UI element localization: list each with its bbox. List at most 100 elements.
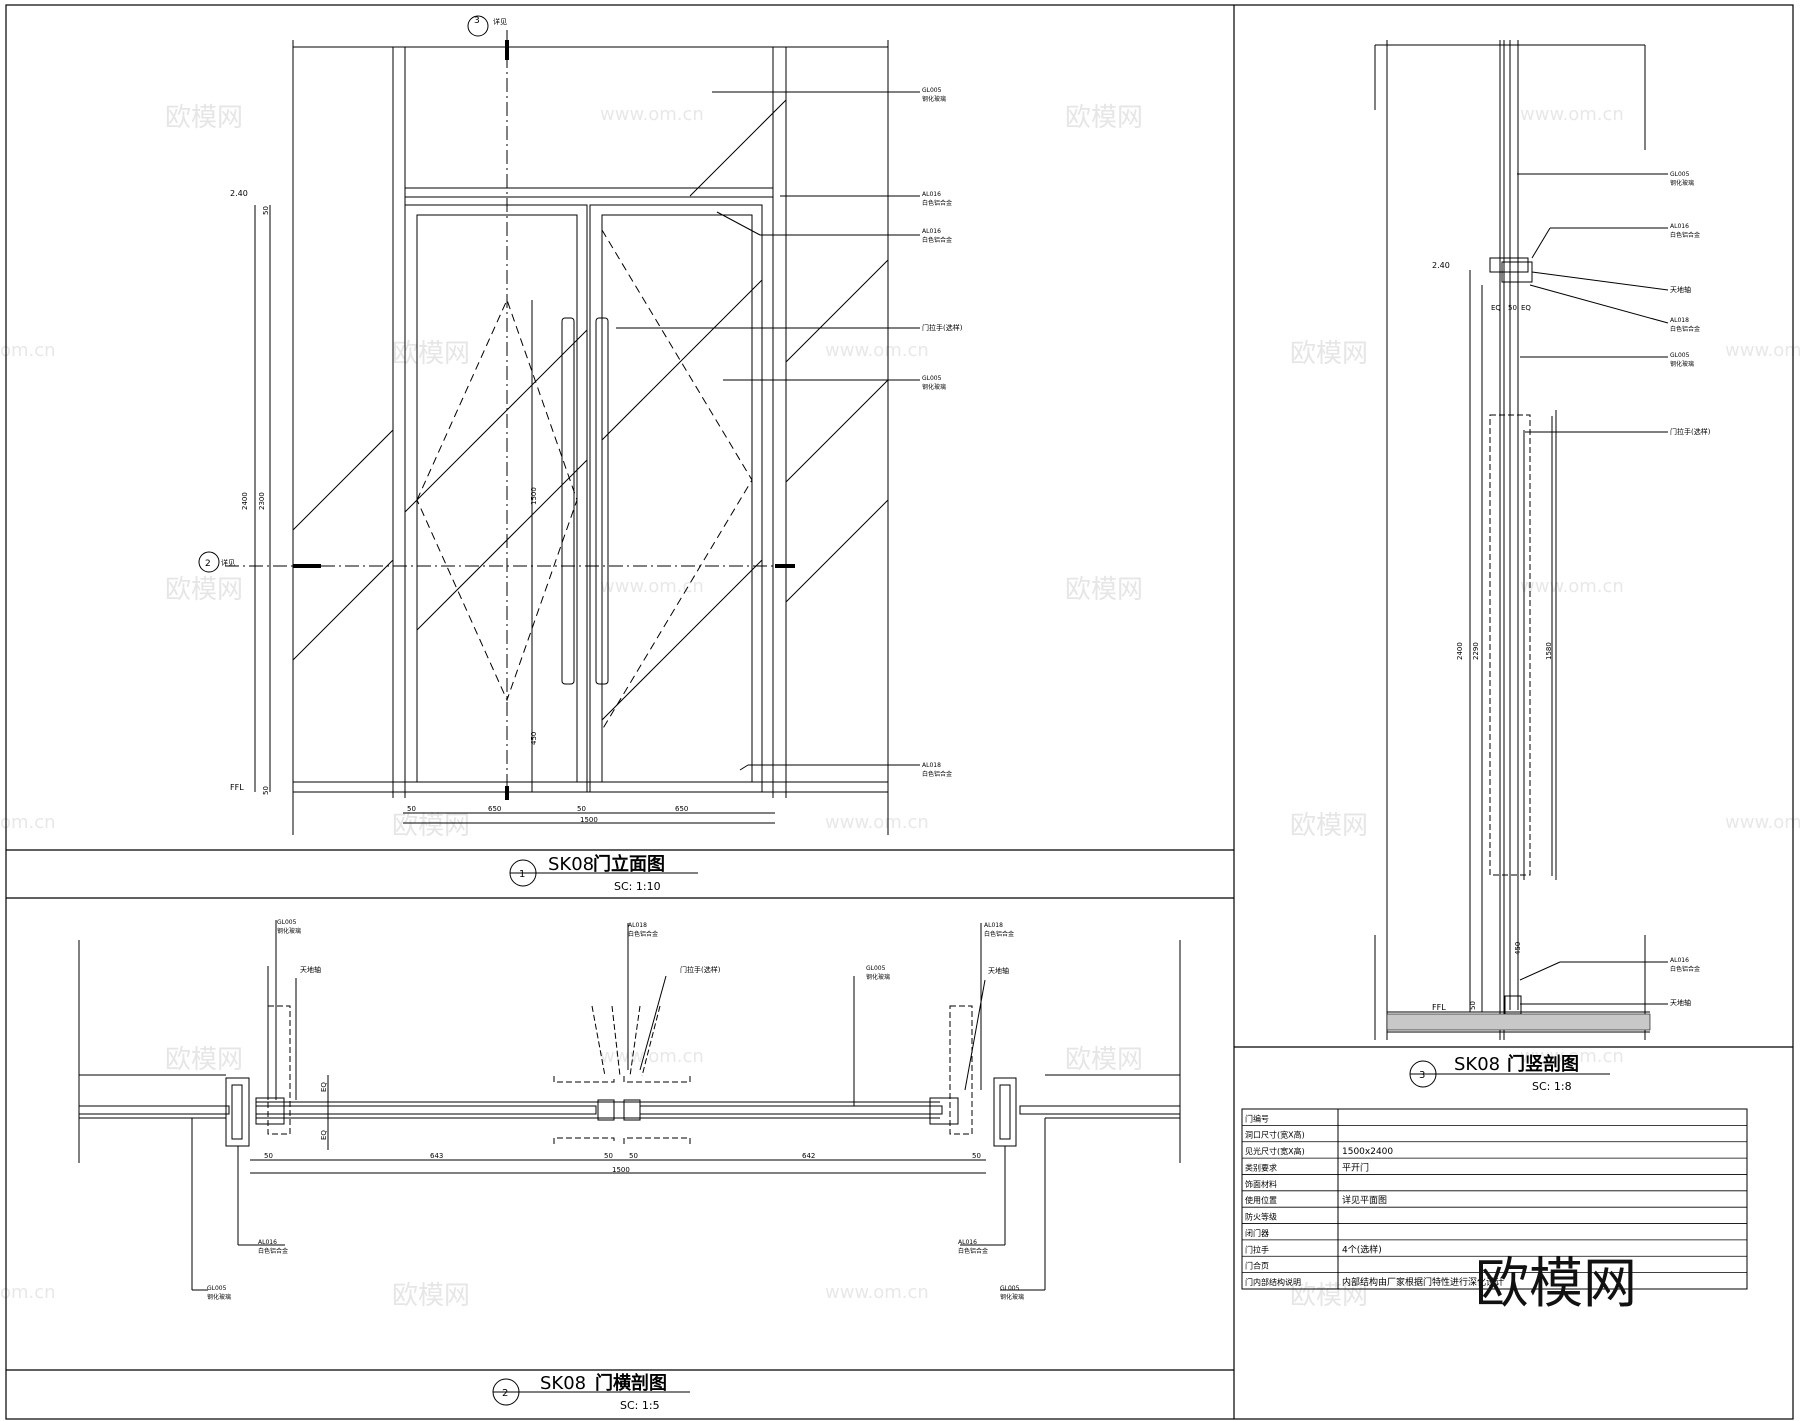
watermark-brand: 欧模网: [165, 575, 243, 605]
table-row-label: 闭门器: [1245, 1228, 1269, 1238]
watermark-brand: 欧模网: [1290, 1281, 1368, 1311]
svg-text:1580: 1580: [1545, 642, 1553, 660]
svg-text:钢化玻璃: 钢化玻璃: [1670, 179, 1694, 187]
section-marker-3: [467, 15, 489, 37]
svg-text:钢化玻璃: 钢化玻璃: [207, 1293, 231, 1301]
door-schedule-table: 门编号洞口尺寸(宽X高)见光尺寸(宽X高)1500x2400类别要求平开门饰面材…: [1241, 1108, 1748, 1290]
svg-text:白色铝合金: 白色铝合金: [1670, 325, 1700, 333]
svg-text:650: 650: [488, 805, 501, 813]
svg-text:450: 450: [530, 732, 538, 745]
svg-text:2.40: 2.40: [1432, 261, 1450, 270]
table-row-label: 门合页: [1245, 1261, 1269, 1271]
watermark-brand-large: 欧模网: [1475, 1252, 1637, 1315]
svg-text:AL016: AL016: [1670, 957, 1689, 964]
view-title: 门横剖图: [595, 1372, 667, 1394]
svg-text:1500: 1500: [580, 816, 598, 824]
svg-text:白色铝合金: 白色铝合金: [984, 930, 1014, 938]
svg-text:详见: 详见: [493, 17, 507, 26]
svg-text:钢化玻璃: 钢化玻璃: [922, 383, 946, 391]
section-marker-2: [198, 551, 220, 573]
watermark-url: om.cn: [0, 340, 56, 361]
svg-text:EQ: EQ: [1491, 304, 1501, 312]
watermark-brand: 欧模网: [1290, 339, 1368, 369]
svg-text:AL018: AL018: [628, 922, 647, 929]
table-row-value: 1500x2400: [1342, 1147, 1393, 1157]
table-row-label: 门编号: [1245, 1113, 1269, 1123]
view-title-code: SK08: [548, 854, 594, 875]
watermark-url: om.cn: [0, 812, 56, 833]
svg-text:FFL: FFL: [1432, 1003, 1446, 1012]
svg-text:1: 1: [519, 869, 525, 880]
section-labels: GL005 钢化玻璃 AL016 白色铝合金 天地轴 AL018 白色铝合金 G…: [1670, 171, 1711, 1007]
table-row-label: 类别要求: [1245, 1162, 1277, 1172]
elevation-labels: GL005 钢化玻璃 AL016 白色铝合金 AL016 白色铝合金 门拉手(选…: [922, 87, 963, 778]
table-row-label: 门拉手: [1245, 1244, 1269, 1254]
svg-text:2: 2: [205, 559, 211, 569]
svg-text:3: 3: [1419, 1070, 1425, 1081]
watermark-url: www.om.cn: [600, 104, 704, 125]
svg-text:详见: 详见: [221, 558, 235, 567]
watermark-url: www.om.cn: [1520, 576, 1624, 597]
svg-text:2: 2: [502, 1388, 508, 1399]
watermark-brand: 欧模网: [1290, 811, 1368, 841]
svg-text:AL016: AL016: [922, 191, 941, 198]
table-row-label: 门内部结构说明: [1245, 1277, 1301, 1287]
svg-text:钢化玻璃: 钢化玻璃: [922, 95, 946, 103]
watermark-brand: 欧模网: [1065, 103, 1143, 133]
svg-text:650: 650: [675, 805, 688, 813]
svg-text:GL005: GL005: [207, 1285, 227, 1292]
svg-text:50: 50: [604, 1152, 613, 1160]
table-row-label: 防火等级: [1245, 1212, 1277, 1222]
watermark-brand: 欧模网: [392, 1281, 470, 1311]
svg-text:天地轴: 天地轴: [300, 965, 321, 974]
watermark-brand: 欧模网: [165, 103, 243, 133]
watermark-url: www.om.cn: [1520, 1046, 1624, 1067]
svg-text:GL005: GL005: [922, 375, 942, 382]
level-ffl: FFL: [230, 783, 244, 792]
table-row-value: 内部结构由厂家根据门特性进行深化设计: [1342, 1276, 1504, 1288]
svg-text:AL016: AL016: [958, 1239, 977, 1246]
svg-text:1500: 1500: [530, 487, 538, 505]
plan-labels: GL005 钢化玻璃 天地轴 AL018 白色铝合金 门拉手(选样) GL005…: [207, 919, 1024, 1301]
svg-text:50: 50: [972, 1152, 981, 1160]
svg-text:门拉手(选样): 门拉手(选样): [680, 965, 721, 974]
svg-text:天地轴: 天地轴: [1670, 285, 1691, 294]
svg-text:50: 50: [262, 786, 270, 795]
table-row-label: 饰面材料: [1245, 1179, 1277, 1189]
svg-text:天地轴: 天地轴: [1670, 998, 1691, 1007]
svg-text:2300: 2300: [258, 492, 266, 510]
watermark-brand: 欧模网: [392, 339, 470, 369]
watermark-url: www.om.cn: [1520, 104, 1624, 125]
svg-text:1500: 1500: [612, 1166, 630, 1174]
watermark-url: om.cn: [0, 1282, 56, 1303]
svg-text:天地轴: 天地轴: [988, 966, 1009, 975]
svg-text:642: 642: [802, 1152, 815, 1160]
view-scale: SC: 1:10: [614, 880, 661, 893]
svg-text:50: 50: [407, 805, 416, 813]
svg-text:50: 50: [262, 206, 270, 215]
svg-text:白色铝合金: 白色铝合金: [958, 1247, 988, 1255]
svg-text:白色铝合金: 白色铝合金: [628, 930, 658, 938]
watermark-url: www.om.cn: [600, 1046, 704, 1067]
watermark-brand: 欧模网: [1065, 1045, 1143, 1075]
svg-text:2290: 2290: [1472, 642, 1480, 660]
svg-text:AL018: AL018: [984, 922, 1003, 929]
svg-text:钢化玻璃: 钢化玻璃: [1000, 1293, 1024, 1301]
svg-text:GL005: GL005: [922, 87, 942, 94]
svg-text:钢化玻璃: 钢化玻璃: [1670, 360, 1694, 368]
svg-text:白色铝合金: 白色铝合金: [922, 770, 952, 778]
svg-text:50: 50: [629, 1152, 638, 1160]
svg-text:白色铝合金: 白色铝合金: [1670, 965, 1700, 973]
svg-text:GL005: GL005: [866, 965, 886, 972]
level-top: 2.40: [230, 189, 248, 198]
watermark-url: www.om: [1725, 812, 1800, 833]
sheet-frames: [5, 4, 1794, 1420]
watermark-url: www.om.cn: [825, 1282, 929, 1303]
svg-text:GL005: GL005: [1670, 352, 1690, 359]
svg-text:AL018: AL018: [922, 762, 941, 769]
svg-text:50: 50: [1508, 304, 1517, 312]
svg-text:钢化玻璃: 钢化玻璃: [866, 973, 890, 981]
svg-text:AL016: AL016: [258, 1239, 277, 1246]
svg-text:AL016: AL016: [1670, 223, 1689, 230]
